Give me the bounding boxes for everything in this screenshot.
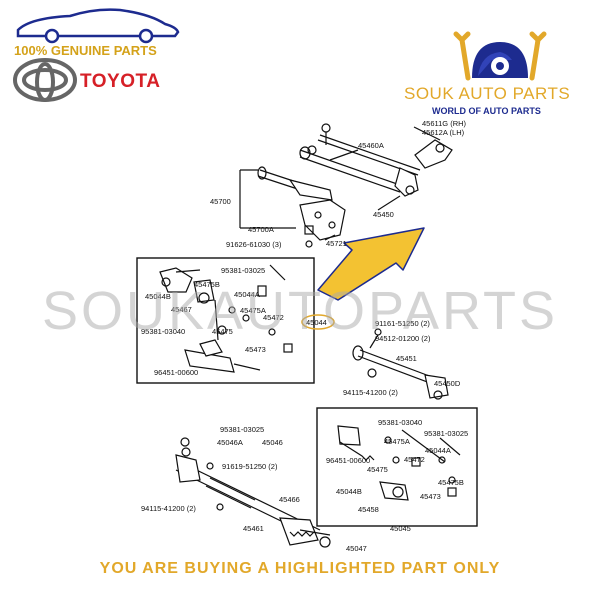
part-label: 45700 — [210, 197, 231, 206]
part-label: 45475 — [367, 465, 388, 474]
part-label: 91161-51250 (2) — [375, 319, 430, 328]
part-label: 45458 — [358, 505, 379, 514]
part-label: 95381-03025 — [220, 425, 264, 434]
part-label: 96451-00600 — [154, 368, 198, 377]
shop-tagline: WORLD OF AUTO PARTS — [432, 106, 541, 116]
part-label: 45460A — [358, 141, 384, 150]
brand-name: TOYOTA — [80, 71, 161, 92]
footer-notice: YOU ARE BUYING A HIGHLIGHTED PART ONLY — [99, 560, 501, 577]
part-labels: 45611G (RH) 45612A (LH) 45460A 45700 454… — [141, 119, 468, 553]
part-label: 45044B — [336, 487, 362, 496]
part-label: 95381-03025 — [221, 266, 265, 275]
car-silhouette-icon — [16, 8, 180, 44]
part-label: 45461 — [243, 524, 264, 533]
part-label: 45467 — [171, 305, 192, 314]
part-label: 45047 — [346, 544, 367, 553]
part-label: 45700A — [248, 225, 274, 234]
part-label: 94115-41200 (2) — [343, 388, 398, 397]
part-label: 94115-41200 (2) — [141, 504, 196, 513]
part-label: 96451-00600 — [326, 456, 370, 465]
highlighted-part-label: 45044 — [306, 318, 327, 327]
part-label: 45451 — [396, 354, 417, 363]
part-label: 91626-61030 (3) — [226, 240, 282, 249]
part-label: 45475A — [240, 306, 266, 315]
genuine-parts-text: 100% GENUINE PARTS — [14, 43, 157, 58]
toyota-logo-icon — [13, 58, 77, 102]
part-label: 45044B — [145, 292, 171, 301]
part-label: 45044A — [425, 446, 451, 455]
part-label: 45045 — [390, 524, 411, 533]
part-label: 45046A — [217, 438, 243, 447]
part-label: 45611G (RH) — [422, 119, 467, 128]
part-label: 91619-51250 (2) — [222, 462, 278, 471]
part-label: 45472 — [263, 313, 284, 322]
part-label: 95381-03025 — [424, 429, 468, 438]
part-label: 45450 — [373, 210, 394, 219]
part-label: 45475 — [212, 327, 233, 336]
part-label: 45612A (LH) — [422, 128, 465, 137]
part-label: 45475B — [438, 478, 464, 487]
part-label: 45046 — [262, 438, 283, 447]
part-label: 45473 — [420, 492, 441, 501]
part-label: 45473 — [245, 345, 266, 354]
part-label: 95381-03040 — [378, 418, 422, 427]
part-label: 45475A — [384, 437, 410, 446]
part-label: 45450D — [434, 379, 461, 388]
highlight-arrow-icon — [317, 227, 425, 301]
part-label: 45044A — [234, 290, 260, 299]
part-label: 45721 — [326, 239, 347, 248]
souk-logo-icon — [453, 31, 547, 81]
part-label: 45472 — [404, 455, 425, 464]
steering-linkage-drawing — [136, 123, 478, 548]
part-label: 94512-01200 (2) — [375, 334, 431, 343]
highlight-ring — [301, 314, 335, 330]
part-label: 45466 — [279, 495, 300, 504]
part-label: 95381-03040 — [141, 327, 185, 336]
watermark-text: SOUKAUTOPARTS — [41, 281, 559, 341]
shop-name: SOUK AUTO PARTS — [404, 84, 571, 103]
part-label: 45475B — [194, 280, 220, 289]
